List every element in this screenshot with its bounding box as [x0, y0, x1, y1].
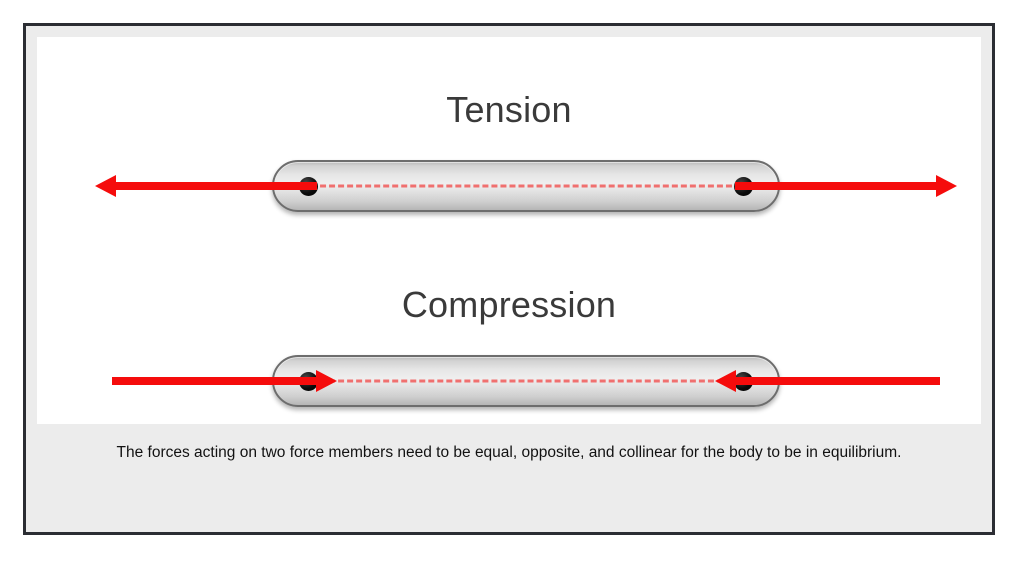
diagram-canvas: Tension Compression	[37, 37, 981, 424]
tension-two-force-member	[272, 160, 780, 212]
compression-two-force-member	[272, 355, 780, 407]
compression-diagram: Compression	[37, 242, 981, 424]
tension-right-force-arrow-icon	[735, 175, 957, 197]
figure-frame: Tension Compression	[23, 23, 995, 535]
compression-right-force-arrow-icon	[715, 370, 940, 392]
compression-centerline	[302, 379, 750, 383]
compression-title: Compression	[401, 284, 617, 325]
figure-caption-band: The forces acting on two force members n…	[37, 424, 981, 515]
tension-left-force-arrow-icon	[95, 175, 317, 197]
tension-member-row	[37, 151, 981, 221]
compression-left-force-arrow-icon	[112, 370, 337, 392]
figure-caption-text: The forces acting on two force members n…	[116, 444, 902, 461]
tension-diagram: Tension	[37, 37, 981, 227]
tension-centerline	[302, 184, 750, 188]
tension-title: Tension	[446, 89, 572, 130]
compression-member-row	[37, 346, 981, 416]
